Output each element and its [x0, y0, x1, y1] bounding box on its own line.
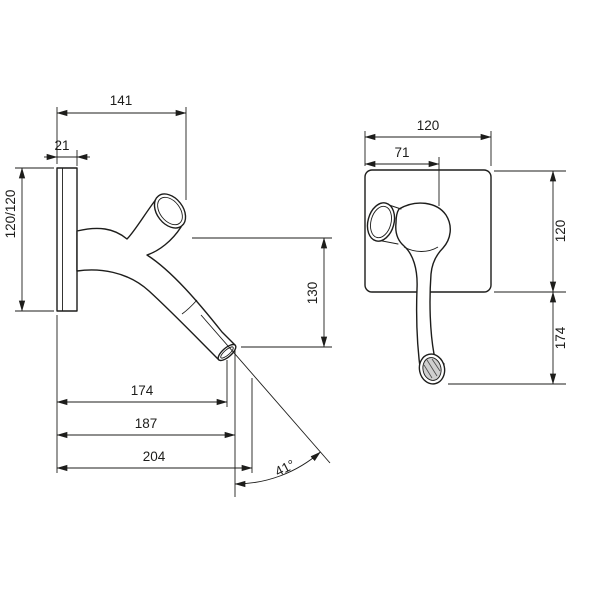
dim-label-height-drop: 130	[305, 282, 320, 305]
wall-plate-side	[56, 167, 78, 312]
body-seam-line	[403, 246, 439, 252]
dim-label-projection-outlet: 174	[131, 383, 154, 398]
front-view-dimensions: 120 71 120 174	[364, 118, 568, 385]
angle-arc	[234, 451, 321, 488]
side-view-dimensions: 141 21 120/120 130 174	[3, 93, 332, 497]
handle-cap-rim-side	[157, 196, 183, 226]
dim-label-plate-size: 120/120	[3, 190, 18, 239]
spout-outlet-rim-side	[220, 346, 234, 359]
dim-label-projection-mid: 187	[135, 416, 158, 431]
dim-label-projection-max: 204	[143, 449, 166, 464]
side-view: 141 21 120/120 130 174	[3, 93, 332, 497]
spout-outlet-side	[217, 343, 237, 362]
dim-label-plate-width: 120	[417, 118, 440, 133]
handle-cap-rim-front	[370, 205, 392, 239]
front-view: 120 71 120 174	[364, 118, 568, 385]
dim-label-spout-angle: 41°	[272, 457, 297, 480]
handle-cap-side	[153, 193, 187, 229]
spout-axis-line	[200, 314, 331, 464]
faucet-body-side	[76, 197, 236, 361]
dim-label-handle-offset: 71	[394, 145, 409, 160]
dim-label-outlet-drop: 174	[553, 326, 568, 349]
outlet-hatching	[423, 358, 441, 379]
dim-label-plate-height: 120	[553, 220, 568, 243]
dim-label-overall-width: 141	[110, 93, 133, 108]
dim-label-plate-depth: 21	[54, 138, 69, 153]
spout-seam-line	[181, 299, 198, 315]
